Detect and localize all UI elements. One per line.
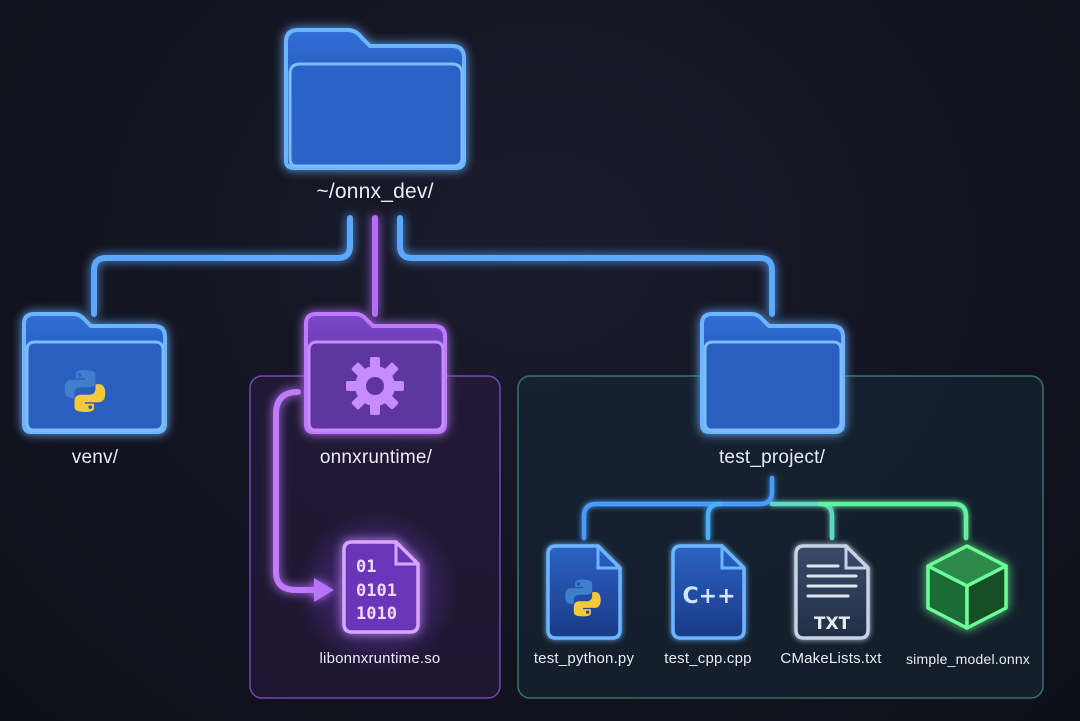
folder-icon-venv[interactable] xyxy=(22,312,167,434)
svg-text:01: 01 xyxy=(356,557,376,577)
venv-folder-label: venv/ xyxy=(71,447,119,468)
svg-text:0101: 0101 xyxy=(356,581,397,601)
binary-text: 01 0101 1010 xyxy=(356,557,397,624)
cube-icon-onnx-model[interactable] xyxy=(926,544,1008,630)
python-file-label: test_python.py xyxy=(533,650,635,667)
gear-icon xyxy=(346,357,404,415)
cpp-file-icon[interactable] xyxy=(671,544,746,640)
svg-text:1010: 1010 xyxy=(356,604,397,624)
text-file-icon[interactable] xyxy=(794,544,870,640)
connector-root-venv xyxy=(91,215,353,317)
root-folder-label: ~/onnx_dev/ xyxy=(316,180,434,203)
binary-file-icon-lib[interactable] xyxy=(342,540,420,634)
cpp-file-label: test_cpp.cpp xyxy=(664,650,752,667)
python-file-icon[interactable] xyxy=(546,544,622,640)
txt-icon-text: TXT xyxy=(814,614,851,634)
root-connectors xyxy=(91,215,775,317)
cmake-file-label: CMakeLists.txt xyxy=(780,650,882,667)
test-project-folder-label: test_project/ xyxy=(718,447,826,468)
lib-file-label: libonnxruntime.so xyxy=(319,650,441,667)
onnx-file-label: simple_model.onnx xyxy=(905,651,1031,667)
test-project-connectors xyxy=(581,475,969,541)
folder-icon-test-project[interactable] xyxy=(700,312,845,434)
cpp-icon-text: C++ xyxy=(682,584,735,609)
folder-icon-root[interactable] xyxy=(284,28,466,170)
folder-icon-onnxruntime[interactable] xyxy=(304,312,447,434)
connector-root-test-project xyxy=(397,215,775,317)
onnxruntime-folder-label: onnxruntime/ xyxy=(319,447,433,468)
